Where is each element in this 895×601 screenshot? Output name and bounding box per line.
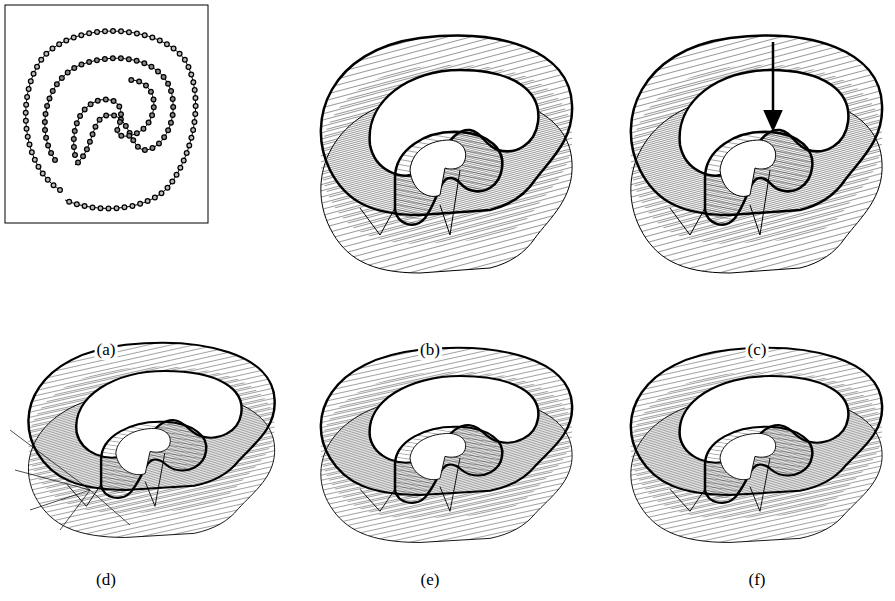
panel-label: (c) — [746, 340, 769, 360]
panel-label: (b) — [418, 340, 442, 360]
panel-label: (f) — [747, 570, 768, 590]
panel-label: (d) — [94, 570, 118, 590]
panel-label: (a) — [95, 340, 118, 360]
panel-label: (e) — [419, 570, 442, 590]
